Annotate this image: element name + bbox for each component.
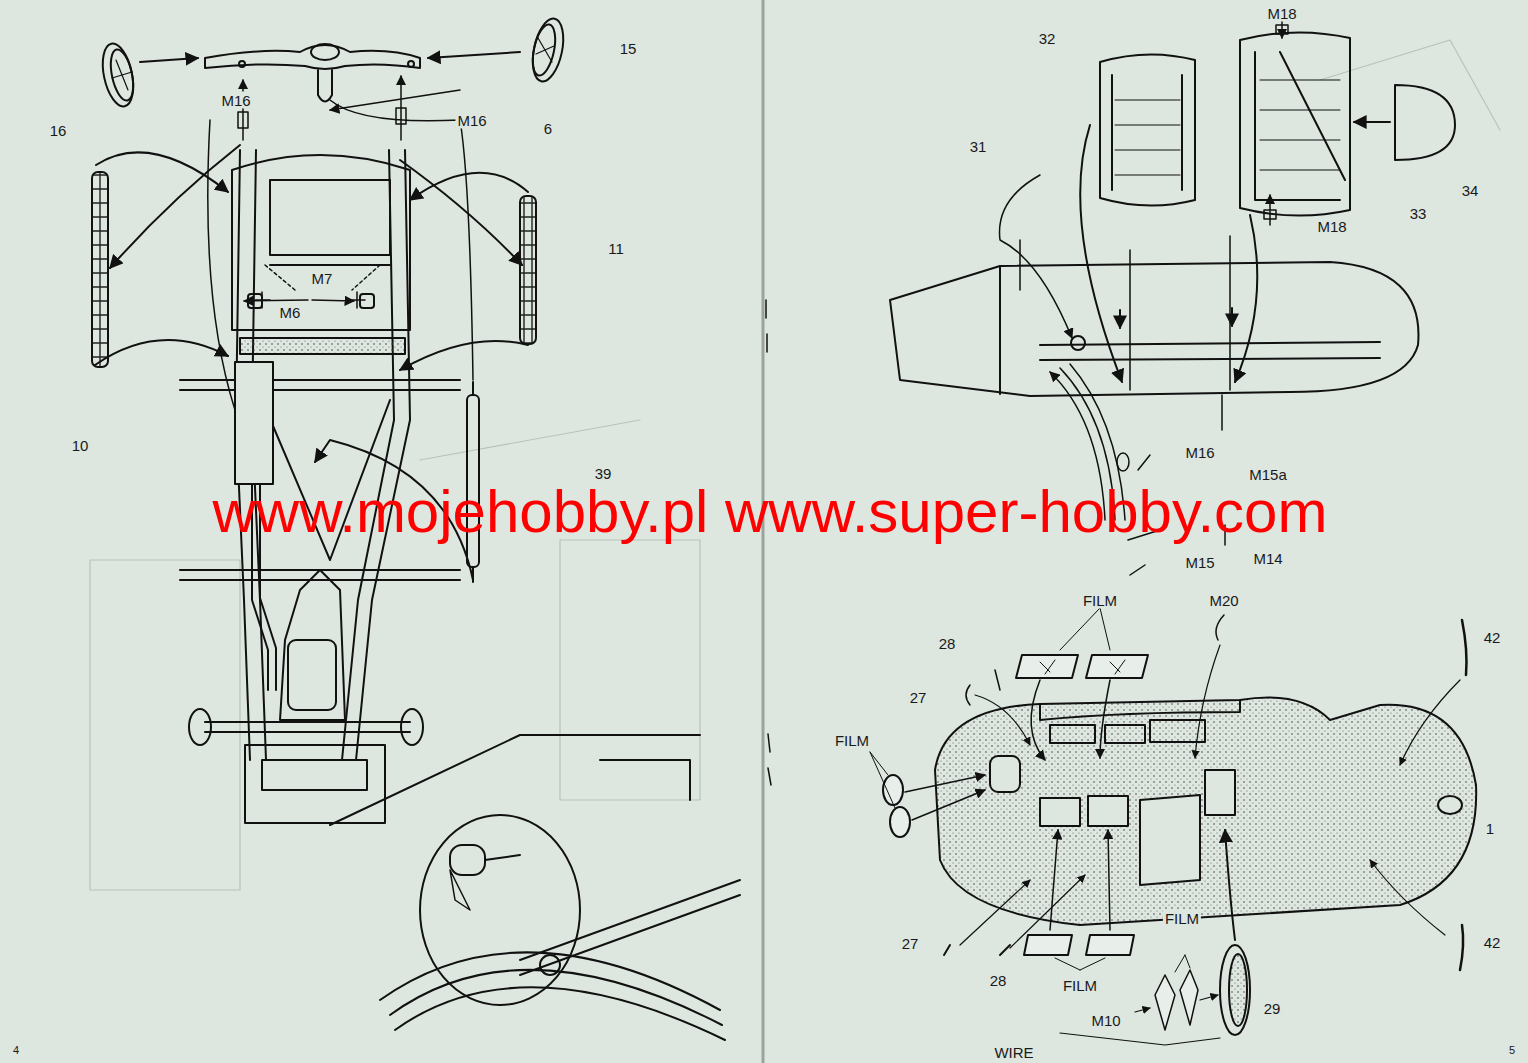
callout-number: 39 <box>593 465 614 482</box>
callout-number: 27 <box>908 689 929 706</box>
callout-number: 33 <box>1408 205 1429 222</box>
callout-number: M16 <box>1183 444 1216 461</box>
callout-number: 15 <box>618 40 639 57</box>
callout-number: M14 <box>1251 550 1284 567</box>
callout-number: 27 <box>900 935 921 952</box>
callout-number: 10 <box>70 437 91 454</box>
callout-number: M18 <box>1265 5 1298 22</box>
callout-number: FILM <box>1163 910 1201 927</box>
callout-number: M18 <box>1315 218 1348 235</box>
callout-number: M15 <box>1183 554 1216 571</box>
callout-number: M10 <box>1089 1012 1122 1029</box>
callout-number: FILM <box>833 732 871 749</box>
page-number: 4 <box>11 1044 21 1056</box>
callout-number: M20 <box>1207 592 1240 609</box>
callout-number: 28 <box>988 972 1009 989</box>
page-number: 5 <box>1507 1044 1517 1056</box>
callout-number: 31 <box>968 138 989 155</box>
callout-number: 1 <box>1484 820 1496 837</box>
callout-number: 11 <box>606 240 626 257</box>
callout-number: WIRE <box>992 1044 1035 1061</box>
callout-number: M16 <box>219 92 252 109</box>
callout-number: FILM <box>1061 977 1099 994</box>
callout-number: 28 <box>937 635 958 652</box>
callout-number: FILM <box>1081 592 1119 609</box>
watermark: www.mojehobby.pl www.super-hobby.com <box>213 480 1328 544</box>
callout-number: 34 <box>1460 182 1481 199</box>
callout-number: M6 <box>278 304 303 321</box>
callout-number: 16 <box>48 122 69 139</box>
callout-number: 32 <box>1037 30 1058 47</box>
callout-number: 6 <box>542 120 554 137</box>
callout-number: M7 <box>310 270 335 287</box>
callout-number: 42 <box>1482 629 1503 646</box>
callout-number: M16 <box>455 112 488 129</box>
callout-number: 29 <box>1262 1000 1283 1017</box>
callout-number: 42 <box>1482 934 1503 951</box>
